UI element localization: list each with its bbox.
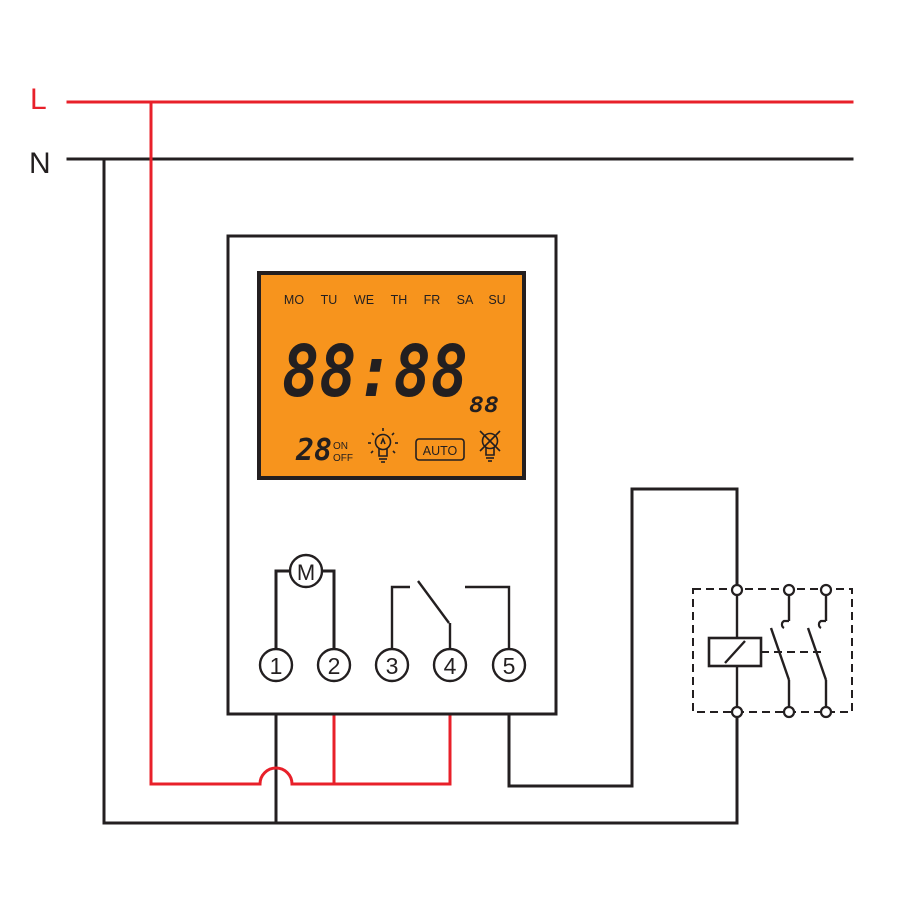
lcd-screen — [261, 275, 522, 476]
bulb-off-icon — [479, 430, 501, 462]
auto-label: AUTO — [423, 444, 458, 458]
relay-dashed-housing — [692, 588, 853, 713]
neutral-label: N — [29, 147, 51, 180]
relay-terminal-node — [819, 583, 833, 597]
motor-symbol — [288, 553, 324, 589]
terminal-circle — [432, 647, 468, 683]
live-label: L — [30, 83, 47, 116]
terminal-label: 3 — [386, 653, 399, 679]
terminal-block: 1 2 3 4 5 — [258, 647, 527, 683]
day-label: SU — [488, 293, 505, 307]
relay-contact-hook — [817, 619, 826, 629]
relay-terminal-node — [730, 705, 744, 719]
relay-terminal-node — [730, 583, 744, 597]
relay-contact-hook — [780, 619, 789, 629]
day-label: TH — [391, 293, 408, 307]
motor-wire — [322, 569, 336, 652]
on-label: ON — [333, 441, 348, 452]
day-label: TU — [321, 293, 338, 307]
terminal-circle — [316, 647, 352, 683]
relay-terminal-node — [782, 705, 796, 719]
motor-label: M — [297, 560, 315, 585]
day-label: MO — [284, 293, 304, 307]
program-number-display: 28 — [295, 433, 332, 468]
terminal-5-relay-wire — [507, 487, 739, 788]
terminal-label: 2 — [328, 653, 341, 679]
switch-blade — [417, 580, 450, 624]
switch-contact-wire — [390, 585, 410, 650]
relay-terminal-node — [782, 583, 796, 597]
motor-circuit: M — [274, 553, 336, 652]
bulb-on-icon — [368, 428, 398, 463]
external-relay — [692, 583, 853, 719]
terminal-label: 4 — [444, 653, 457, 679]
lcd-display: MO TU WE TH FR SA SU 88:88 88 28 ON OFF — [257, 271, 526, 480]
terminal-label: 5 — [503, 653, 516, 679]
motor-wire — [274, 569, 291, 652]
live-drop-wire — [149, 100, 452, 786]
terminal-label: 1 — [270, 653, 283, 679]
switch-contact-wire — [465, 585, 511, 650]
day-label: WE — [354, 293, 374, 307]
day-label: FR — [424, 293, 441, 307]
terminal-circle — [491, 647, 527, 683]
terminal-circle — [374, 647, 410, 683]
relay-contact-blade — [806, 627, 828, 681]
relay-coil-stroke — [724, 640, 746, 664]
time-display: 88:88 — [282, 330, 468, 413]
day-label: SA — [457, 293, 474, 307]
auto-badge — [415, 438, 465, 461]
off-label: OFF — [333, 453, 353, 464]
relay-contact-blade — [769, 627, 791, 681]
relay-terminal-node — [819, 705, 833, 719]
terminal-circle — [258, 647, 294, 683]
internal-switch — [390, 580, 511, 650]
seconds-display: 88 — [469, 393, 499, 417]
neutral-drop-wire — [102, 157, 739, 825]
